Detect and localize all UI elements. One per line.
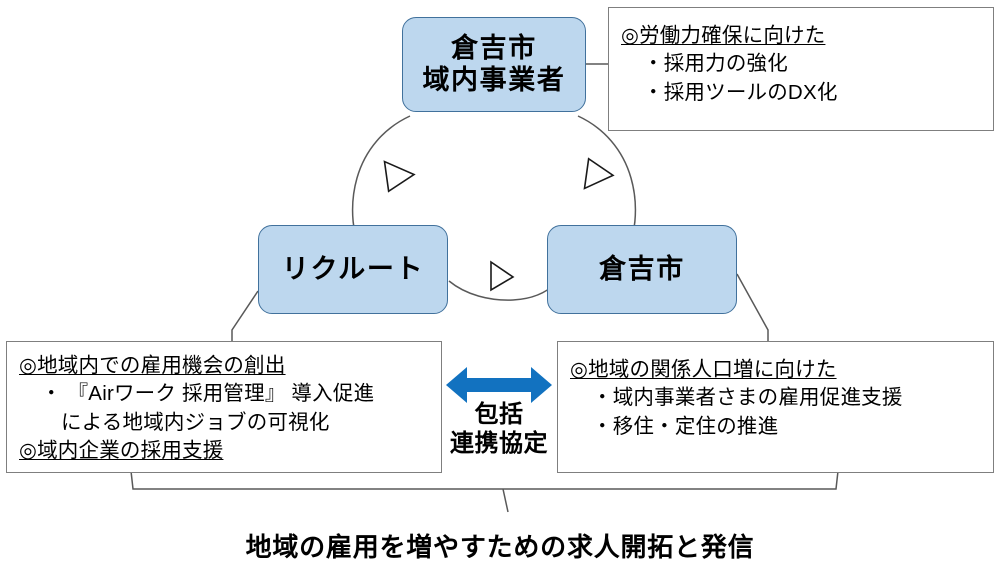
detail-bottom-right-bullet-2: ・移住・定住の推進 <box>592 414 779 438</box>
arrowhead-bottom-icon <box>490 260 515 292</box>
partnership-double-arrow-icon <box>446 367 552 403</box>
detail-bottom-right-bullet-1: ・域内事業者さまの雇用促進支援 <box>592 386 903 410</box>
detail-bottom-left-bullet-1a: ・ 『Airワーク 採用管理』 導入促進 <box>41 382 375 406</box>
detail-bottom-right-heading: ◎地域の関係人口増に向けた <box>570 358 837 381</box>
partnership-label: 包括 連携協定 <box>441 400 557 459</box>
partnership-label-line2: 連携協定 <box>450 430 548 458</box>
node-kurayoshi-city[interactable]: 倉吉市 <box>547 225 737 314</box>
detail-box-recruit: ◎地域内での雇用機会の創出 ・ 『Airワーク 採用管理』 導入促進 による地域… <box>6 341 442 473</box>
detail-top-right-heading: ◎労働力確保に向けた <box>621 24 826 47</box>
node-recruit-label: リクルート <box>281 253 425 284</box>
detail-top-right-bullet-1: ・採用力の強化 <box>643 52 788 76</box>
node-businesses-line2: 域内事業者 <box>422 64 566 95</box>
detail-box-businesses: ◎労働力確保に向けた ・採用力の強化 ・採用ツールのDX化 <box>608 7 994 131</box>
arrowhead-left-icon <box>383 160 416 193</box>
partnership-label-line1: 包括 <box>474 401 524 428</box>
detail-top-right-bullet-2: ・採用ツールのDX化 <box>643 80 838 104</box>
arrowhead-right-icon <box>583 157 615 190</box>
node-recruit[interactable]: リクルート <box>258 225 448 314</box>
leader-recruit-to-detail <box>231 290 259 341</box>
leader-city-to-detail <box>736 273 769 341</box>
detail-bottom-left-heading-1: ◎地域内での雇用機会の創出 <box>19 354 286 377</box>
arc-recruit-to-city <box>448 280 557 301</box>
bottom-caption: 地域の雇用を増やすための求人開拓と発信 <box>245 532 755 562</box>
node-businesses-line1: 倉吉市 <box>451 32 537 63</box>
bottom-brace <box>130 470 839 513</box>
node-kurayoshi-businesses[interactable]: 倉吉市 域内事業者 <box>402 17 586 112</box>
detail-bottom-left-heading-2: ◎域内企業の採用支援 <box>19 438 224 462</box>
detail-bottom-left-bullet-1b: による地域内ジョブの可視化 <box>61 410 330 434</box>
detail-box-city: ◎地域の関係人口増に向けた ・域内事業者さまの雇用促進支援 ・移住・定住の推進 <box>557 341 994 473</box>
node-city-label: 倉吉市 <box>599 253 685 284</box>
